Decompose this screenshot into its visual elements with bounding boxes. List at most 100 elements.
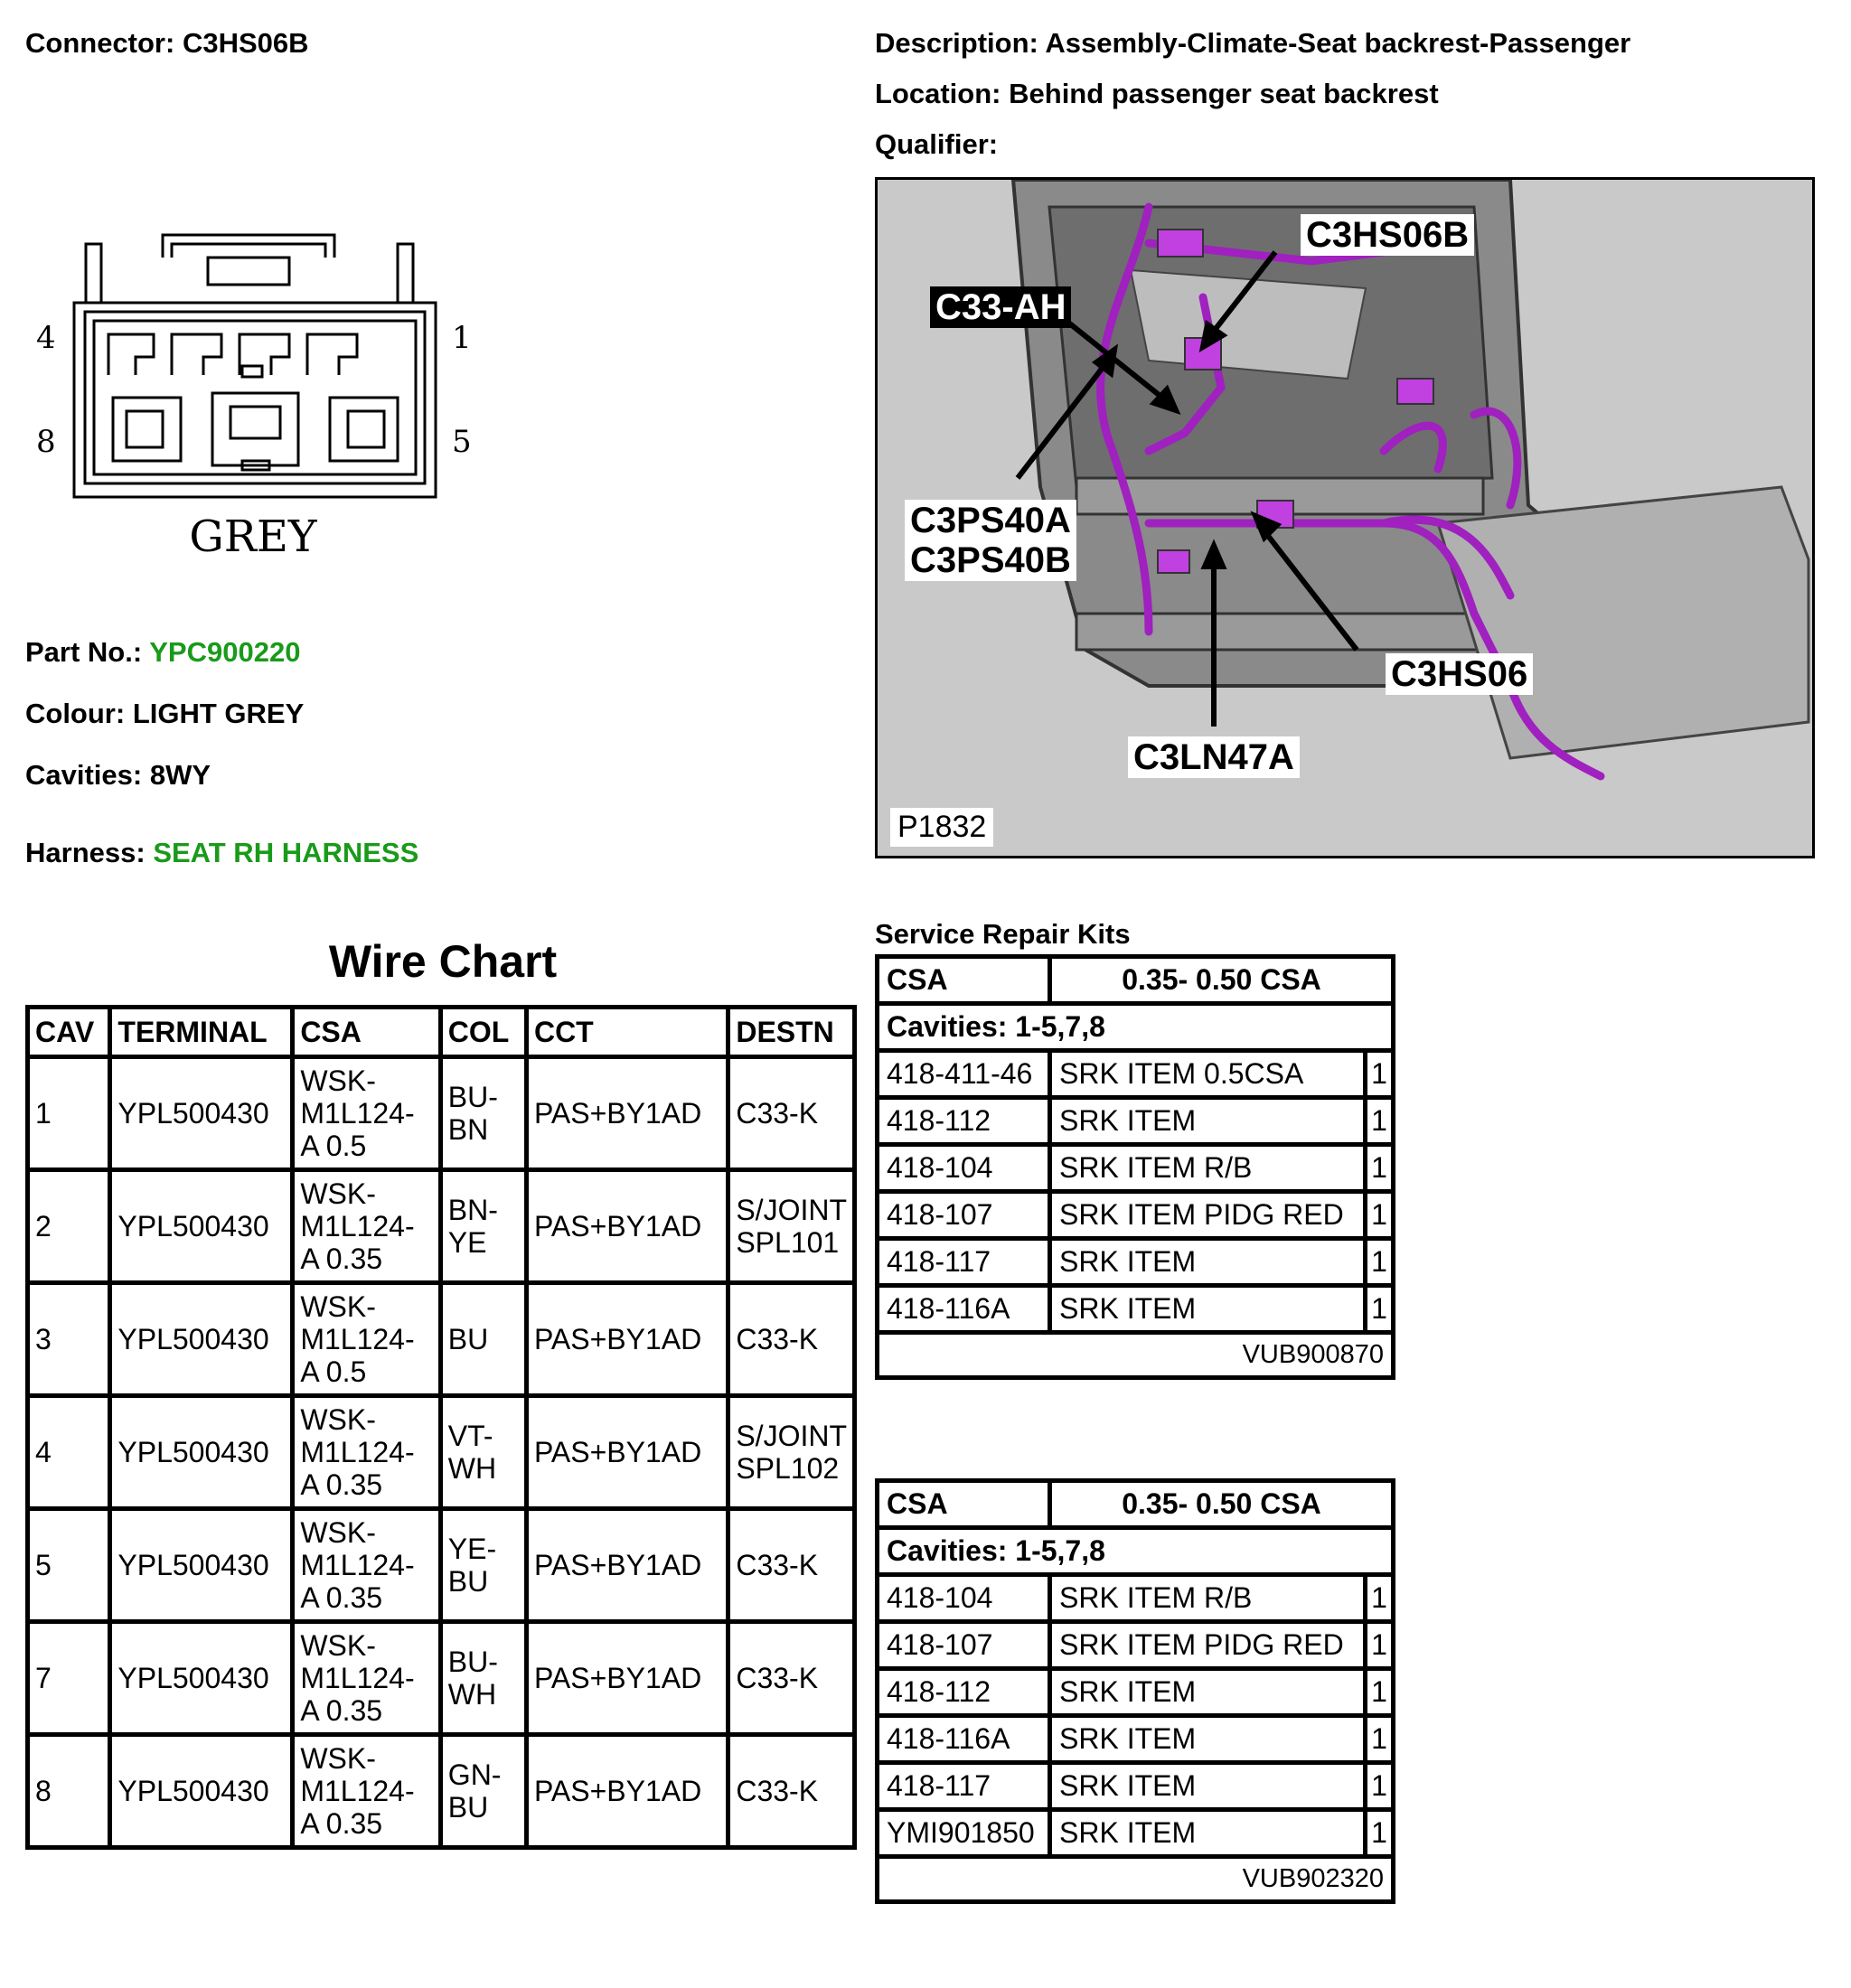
cell-cav: 8 <box>24 1732 113 1850</box>
callout-c3ps40a: C3PS40A <box>905 500 1076 541</box>
kit-item-part: 418-411-46 <box>875 1048 1052 1100</box>
cell-cav: 1 <box>24 1055 113 1172</box>
kit-item-qty: 1 <box>1363 1048 1395 1100</box>
connector-colour-text: GREY <box>189 511 318 562</box>
kit-item-desc: SRK ITEM <box>1048 1283 1367 1335</box>
service-repair-kits-title: Service Repair Kits <box>875 918 1131 950</box>
kit-item-desc: SRK ITEM R/B <box>1048 1572 1367 1624</box>
cell-col: BN-YE <box>437 1167 529 1285</box>
kit-item-part: 418-112 <box>875 1666 1052 1718</box>
description-line: Description: Assembly-Climate-Seat backr… <box>875 27 1630 60</box>
location-label: Location: <box>875 78 1001 109</box>
col-header-csa: CSA <box>290 1005 443 1059</box>
col-header-terminal: TERMINAL <box>108 1005 296 1059</box>
kit-item-part: 418-117 <box>875 1236 1052 1288</box>
cell-terminal: YPL500430 <box>108 1167 296 1285</box>
callout-c3hs06b: C3HS06B <box>1301 214 1475 256</box>
cell-terminal: YPL500430 <box>108 1280 296 1398</box>
kit-item-qty: 1 <box>1363 1095 1395 1147</box>
cell-destn: C33-K <box>726 1732 857 1850</box>
wire-chart-header-row: CAV TERMINAL CSA COL CCT DESTN <box>24 1005 857 1059</box>
cell-terminal: YPL500430 <box>108 1619 296 1737</box>
callout-c33-ah: C33-AH <box>930 286 1072 328</box>
location-value: Behind passenger seat backrest <box>1009 78 1439 109</box>
kit-item-qty: 1 <box>1363 1142 1395 1194</box>
kit-item-qty: 1 <box>1363 1713 1395 1765</box>
description-value: Assembly-Climate-Seat backrest-Passenger <box>1045 27 1631 59</box>
kit-item-part: 418-112 <box>875 1095 1052 1147</box>
cell-cct: PAS+BY1AD <box>523 1280 731 1398</box>
pin-label-4: 4 <box>36 320 56 356</box>
cell-cct: PAS+BY1AD <box>523 1055 731 1172</box>
kit-item-part: 418-104 <box>875 1572 1052 1624</box>
cavities-line: Cavities: 8WY <box>25 759 211 792</box>
description-label: Description: <box>875 27 1038 59</box>
cell-csa: WSK-M1L124-A 0.5 <box>290 1055 443 1172</box>
cell-cct: PAS+BY1AD <box>523 1619 731 1737</box>
location-picture: C3HS06B C33-AH C3PS40A C3PS40B C3HS06 C3… <box>875 177 1815 858</box>
col-header-col: COL <box>437 1005 529 1059</box>
kit-item-qty: 1 <box>1363 1760 1395 1812</box>
cell-destn: C33-K <box>726 1280 857 1398</box>
wire-chart-title: Wire Chart <box>328 936 558 987</box>
cell-csa: WSK-M1L124-A 0.35 <box>290 1506 443 1624</box>
connector-value: C3HS06B <box>182 27 309 59</box>
part-no-value[interactable]: YPC900220 <box>149 636 301 668</box>
cell-csa: WSK-M1L124-A 0.35 <box>290 1393 443 1511</box>
kit-item-desc: SRK ITEM <box>1048 1760 1367 1812</box>
kit-number: VUB902320 <box>875 1854 1395 1904</box>
kit-item-part: 418-116A <box>875 1283 1052 1335</box>
kit-item-part: 418-107 <box>875 1189 1052 1241</box>
location-line: Location: Behind passenger seat backrest <box>875 78 1439 110</box>
kit-item-qty: 1 <box>1363 1572 1395 1624</box>
kit-item-qty: 1 <box>1363 1666 1395 1718</box>
kit-item-part: 418-117 <box>875 1760 1052 1812</box>
cell-destn: C33-K <box>726 1506 857 1624</box>
pin-label-5: 5 <box>452 424 472 460</box>
kit-item-desc: SRK ITEM <box>1048 1713 1367 1765</box>
kit-header-csa: CSA <box>875 954 1052 1006</box>
kit-item-part: 418-107 <box>875 1619 1052 1671</box>
cell-cct: PAS+BY1AD <box>523 1506 731 1624</box>
kit-header-range: 0.35- 0.50 CSA <box>1048 1478 1395 1530</box>
cell-terminal: YPL500430 <box>108 1732 296 1850</box>
callout-c3ln47a: C3LN47A <box>1128 736 1300 778</box>
kit-item-desc: SRK ITEM <box>1048 1666 1367 1718</box>
kit-item-part: YMI901850 <box>875 1807 1052 1859</box>
col-header-cav: CAV <box>24 1005 113 1059</box>
cell-cct: PAS+BY1AD <box>523 1732 731 1850</box>
connector-label: Connector: <box>25 27 175 59</box>
cell-col: BU-WH <box>437 1619 529 1737</box>
colour-value: LIGHT GREY <box>132 698 305 729</box>
cell-col: BU-BN <box>437 1055 529 1172</box>
qualifier-line: Qualifier: <box>875 128 998 161</box>
cell-col: GN-BU <box>437 1732 529 1850</box>
kit-item-qty: 1 <box>1363 1807 1395 1859</box>
kit-cavities-row: Cavities: 1-5,7,8 <box>875 1001 1395 1053</box>
colour-label: Colour: <box>25 698 126 729</box>
kit-item-desc: SRK ITEM PIDG RED <box>1048 1189 1367 1241</box>
cell-cav: 5 <box>24 1506 113 1624</box>
cell-col: BU <box>437 1280 529 1398</box>
cell-csa: WSK-M1L124-A 0.35 <box>290 1619 443 1737</box>
connector-line: Connector: C3HS06B <box>25 27 309 60</box>
kit-header-csa: CSA <box>875 1478 1052 1530</box>
harness-value[interactable]: SEAT RH HARNESS <box>153 837 419 868</box>
